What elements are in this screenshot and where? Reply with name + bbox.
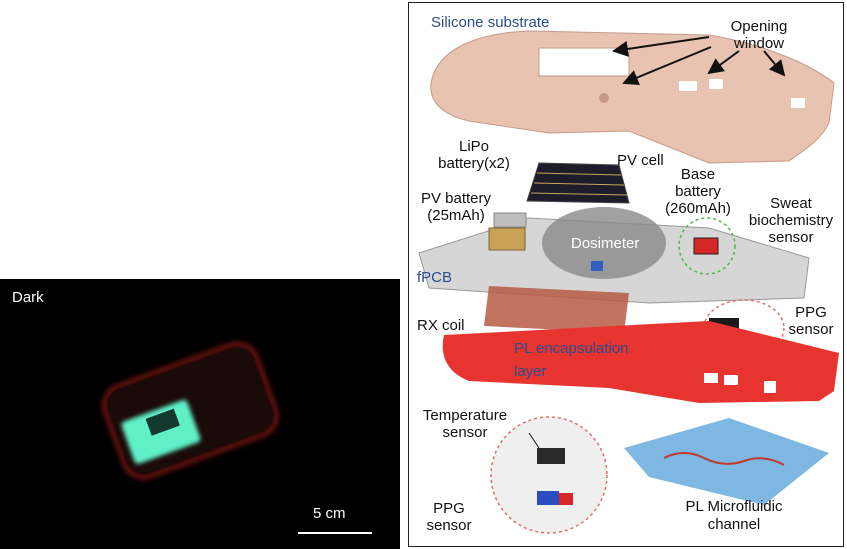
- sweat-sensor-label-line2: biochemistry: [748, 212, 834, 229]
- pv-battery-label-line2: (25mAh): [427, 207, 485, 224]
- ppg-led-red: [559, 493, 573, 505]
- sweat-sensor-highlight: [678, 217, 736, 275]
- pl-microfluidic-channel: [624, 418, 829, 505]
- base-battery-label-line2: battery: [675, 183, 721, 200]
- silicone-substrate-layer: [430, 30, 835, 164]
- lipo-label-line1: LiPo: [458, 138, 490, 155]
- dark-label: Dark: [12, 289, 44, 306]
- ppg-sensor-label-line2: sensor: [788, 321, 834, 338]
- ppg-sensor-label-line1: PPG: [795, 304, 827, 321]
- rx-coil-label: RX coil: [417, 317, 465, 334]
- arrow-window-2: [622, 46, 712, 86]
- red-outline-glow: [103, 342, 278, 479]
- base-battery-label-line3: (260mAh): [665, 200, 731, 217]
- substrate-hole: [599, 93, 609, 103]
- opening-window-small-1: [679, 81, 697, 91]
- pv-battery: [488, 227, 526, 251]
- sweat-sensor-label-line1: Sweat: [770, 195, 812, 212]
- fpcb-label: fPCB: [417, 269, 453, 286]
- pv-battery-label-line1: PV battery: [420, 190, 492, 207]
- ble-chip: [591, 261, 603, 271]
- lipo-label-line2: battery(x2): [438, 155, 510, 172]
- rx-coil: [484, 286, 629, 333]
- diagram-illustration: [418, 30, 839, 534]
- silicone-substrate-label: Silicone substrate: [431, 14, 550, 31]
- opening-window-large: [538, 47, 630, 77]
- dark-photo-panel: Dark 5 cm: [0, 279, 400, 549]
- scale-label: 5 cm: [313, 505, 346, 522]
- scale-bar: [298, 532, 372, 534]
- pl-encapsulation-label-line2: layer: [514, 363, 547, 380]
- device-glow-photo: [103, 342, 278, 479]
- temperature-sensor-label-line1: Temperature: [422, 407, 508, 424]
- dosimeter-label: Dosimeter: [571, 235, 640, 252]
- base-battery-label-line1: Base: [680, 166, 716, 183]
- exploded-view-diagram: Silicone substrate Opening window LiPo b…: [408, 2, 844, 547]
- arrow-window-4: [763, 50, 786, 77]
- arrow-window-3: [707, 50, 740, 75]
- opening-window-small-2: [709, 79, 723, 89]
- encap-window-1: [704, 373, 718, 383]
- ppg-bottom-label-line1: PPG: [433, 500, 465, 517]
- encap-window-3: [764, 381, 776, 393]
- lipo-battery: [493, 212, 527, 228]
- arrow-window-1: [612, 36, 710, 57]
- encap-window-2: [724, 375, 738, 385]
- ppg-led-blue: [537, 491, 559, 505]
- temperature-sensor-label-line2: sensor: [442, 424, 488, 441]
- pl-encapsulation-label-line1: PL encapsulation: [514, 340, 629, 357]
- sweat-sensor-label-line3: sensor: [768, 229, 814, 246]
- microfluidic-path: [663, 452, 785, 466]
- zoom-detail-circle: [490, 416, 608, 534]
- pl-encapsulation-layer: [442, 321, 839, 403]
- microfluidic-label-line1: PL Microfluidic: [685, 498, 783, 515]
- pv-cell-label: PV cell: [617, 152, 664, 169]
- dosimeter-disc: [542, 207, 666, 279]
- sweat-sensor-chip: [693, 237, 719, 255]
- temp-sensor-leader: [528, 432, 540, 449]
- temperature-sensor-chip: [537, 448, 565, 464]
- sensor-window: [145, 408, 180, 436]
- ppg-sensor-highlight: [703, 299, 785, 357]
- opening-window-small-3: [791, 98, 805, 108]
- ppg-bottom-label-line2: sensor: [426, 517, 472, 534]
- microfluidic-label-line2: channel: [707, 516, 761, 533]
- opening-window-label-line1: Opening: [730, 18, 788, 35]
- opening-window-label-line2: window: [733, 35, 785, 52]
